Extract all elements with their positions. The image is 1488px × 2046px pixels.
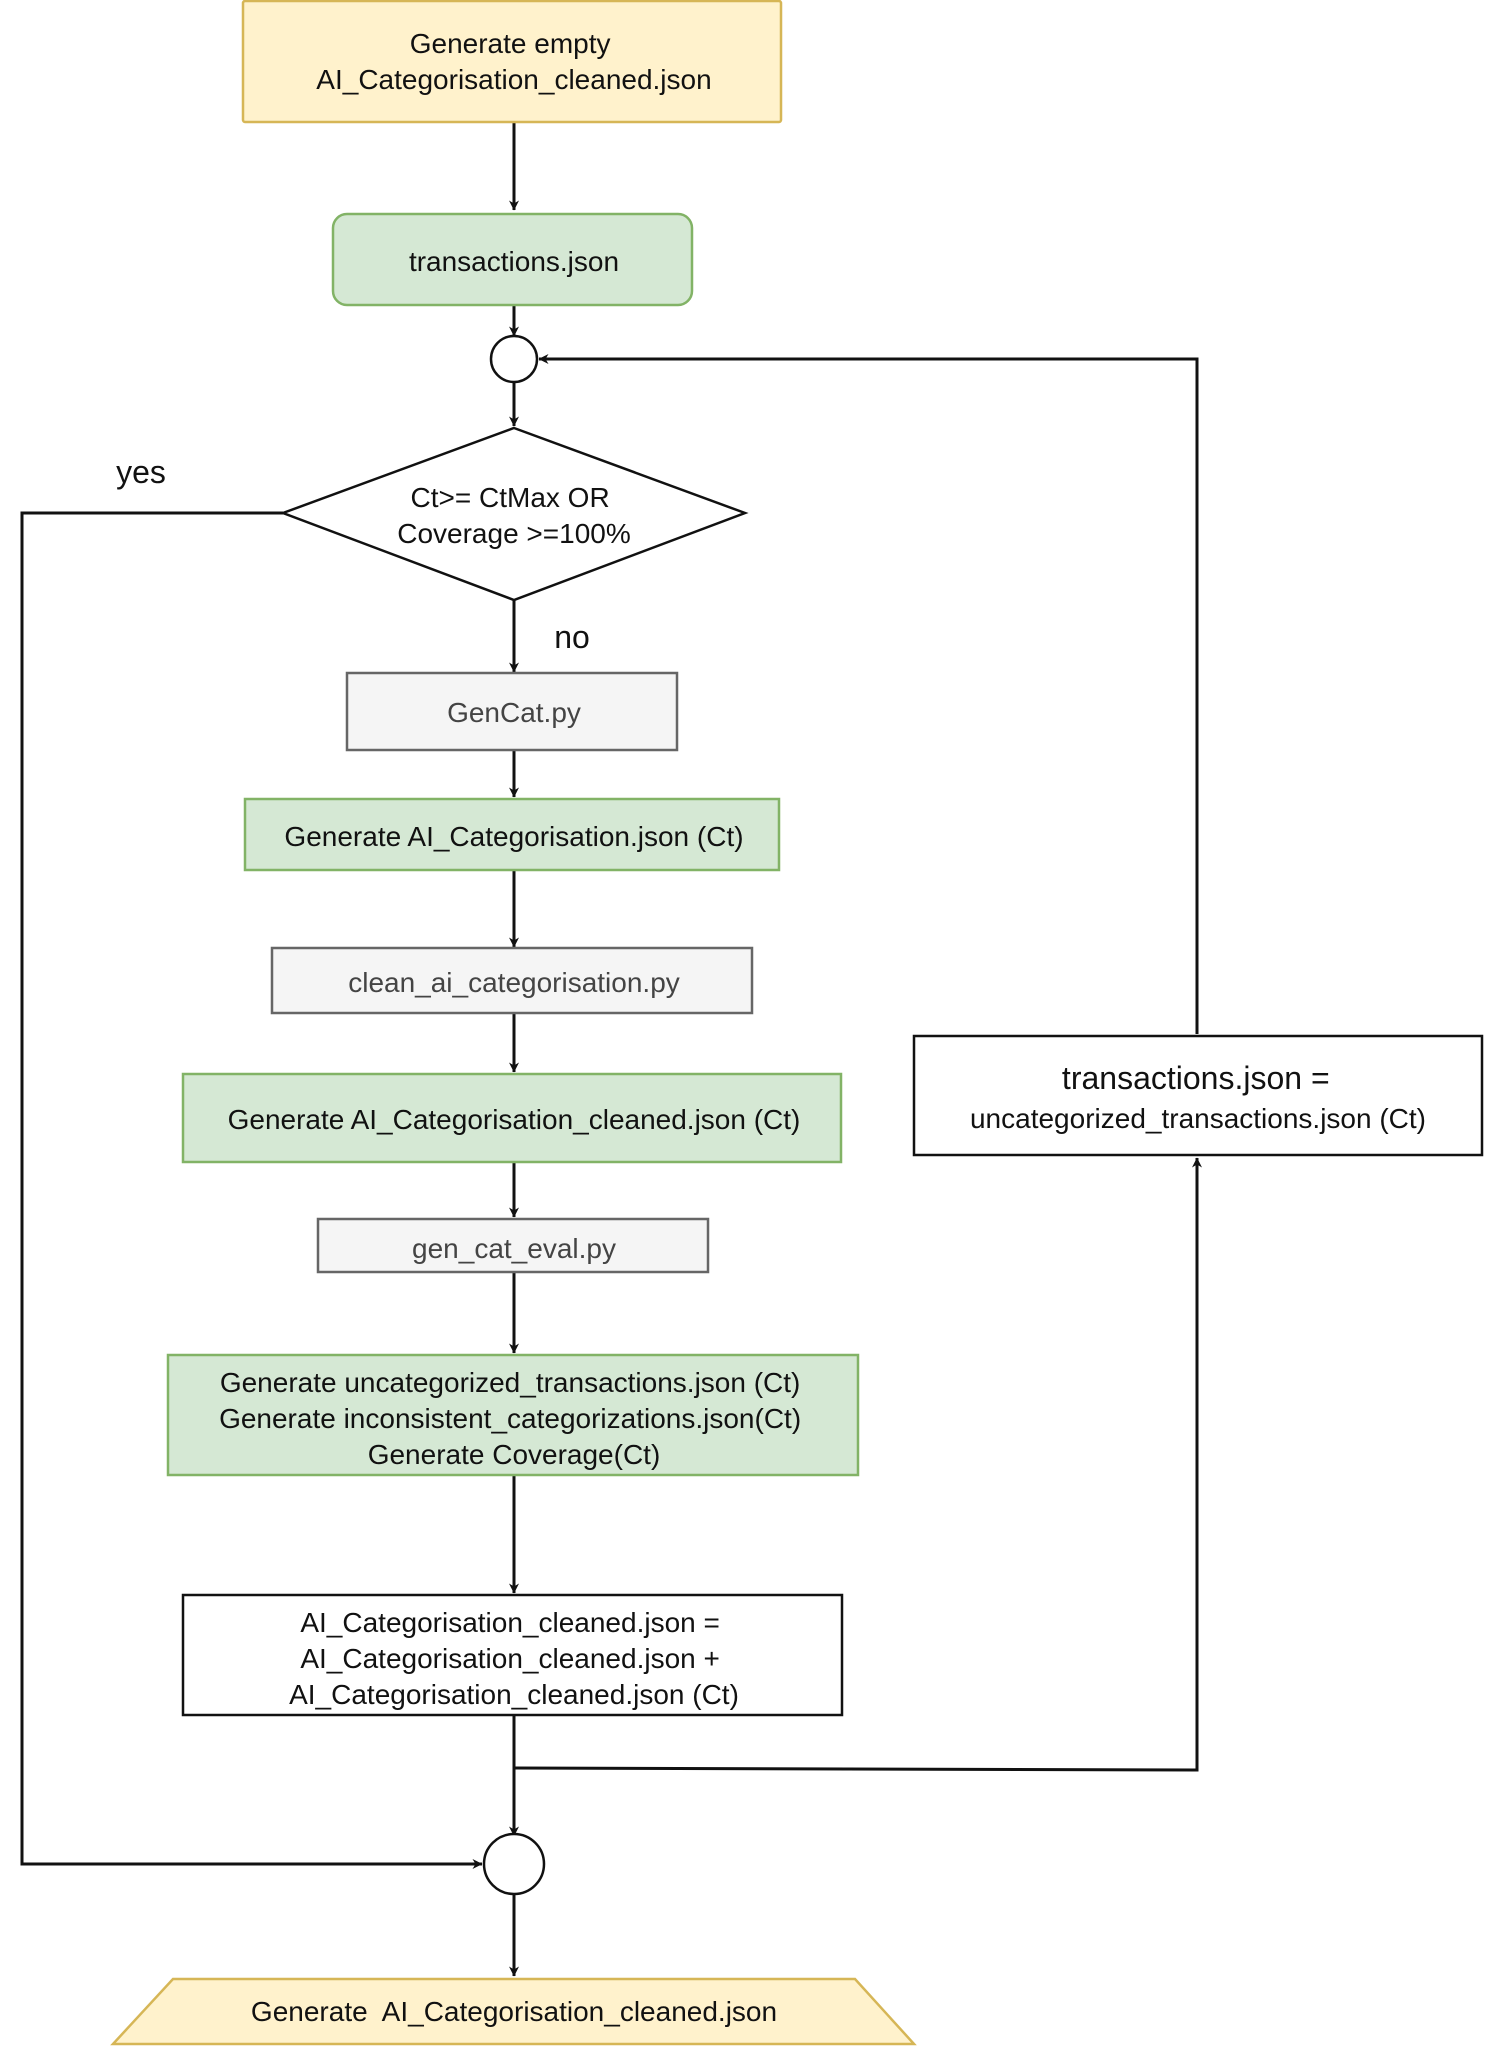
clean-script-node: clean_ai_categorisation.py — [270, 946, 754, 1015]
accumulate-line-1: AI_Categorisation_cleaned.json = — [300, 1607, 720, 1638]
end-label: Generate AI_Categorisation_cleaned.json — [251, 1996, 777, 2027]
decision-node: Ct>= CtMax OR Coverage >=100% — [279, 426, 749, 602]
gen-ai-cat-label: Generate AI_Categorisation.json (Ct) — [284, 821, 743, 852]
gen-outputs-line-3: Generate Coverage(Ct) — [368, 1439, 661, 1470]
transactions-box — [331, 212, 694, 307]
clean-script-box — [270, 946, 754, 1015]
gencat-script-node: GenCat.py — [345, 671, 679, 752]
decision-line-2: Coverage >=100% — [397, 518, 631, 549]
reassign-node: transactions.json = uncategorized_transa… — [912, 1034, 1484, 1157]
merge-point-bottom — [482, 1832, 546, 1896]
accumulate-line-2: AI_Categorisation_cleaned.json + — [300, 1643, 720, 1674]
start-line-1: Generate empty — [410, 28, 611, 59]
reassign-line-2: uncategorized_transactions.json (Ct) — [970, 1103, 1426, 1134]
decision-diamond — [279, 426, 749, 602]
accumulate-line-3: AI_Categorisation_cleaned.json (Ct) — [289, 1679, 739, 1710]
gencat-label: GenCat.py — [447, 697, 581, 728]
svg-text:Generate uncategorized_transac: Generate uncategorized_transactions.json… — [219, 1367, 809, 1470]
accumulate-node: AI_Categorisation_cleaned.json = AI_Cate… — [181, 1593, 844, 1717]
start-box — [241, 0, 783, 124]
gen-outputs-box — [166, 1353, 860, 1477]
transactions-label: transactions.json — [409, 246, 619, 277]
end-trapezoid — [110, 1977, 917, 2046]
transactions-node: transactions.json — [331, 212, 694, 307]
svg-text:Ct>= CtMax OR Coverage >: Ct>= CtMax OR Coverage >=100% — [397, 482, 631, 549]
eval-script-node: gen_cat_eval.py — [316, 1217, 710, 1274]
edge-label-no: no — [554, 619, 590, 655]
clean-script-label: clean_ai_categorisation.py — [348, 967, 680, 998]
merge-point-top — [489, 334, 539, 384]
gen-outputs-node: Generate uncategorized_transactions.json… — [166, 1353, 860, 1477]
gen-ai-cat-node: Generate AI_Categorisation.json (Ct) — [243, 797, 781, 872]
start-node: Generate empty AI_Categorisation_cleaned… — [241, 0, 783, 124]
start-line-2: AI_Categorisation_cleaned.json — [316, 64, 711, 95]
end-node: Generate AI_Categorisation_cleaned.json — [110, 1977, 917, 2046]
edge-label-yes: yes — [116, 454, 166, 490]
svg-text:AI_Categorisation_cleaned.json: AI_Categorisation_cleaned.json = AI_Cate… — [289, 1607, 739, 1710]
gencat-box — [345, 671, 679, 752]
edge-accumulate-to-reassign — [513, 1157, 1202, 1772]
svg-text:Generate empty AI_Catego: Generate empty AI_Categorisation_cleaned… — [316, 28, 711, 95]
edge-reassign-loop-back — [538, 354, 1199, 1034]
edge-decision-yes-to-merge-bottom — [20, 511, 483, 1869]
reassign-box — [912, 1034, 1484, 1157]
reassign-line-1: transactions.json = — [1062, 1060, 1330, 1096]
decision-line-1: Ct>= CtMax OR — [411, 482, 610, 513]
svg-text:transactions.json = unca: transactions.json = uncategorized_transa… — [970, 1060, 1426, 1134]
eval-script-label: gen_cat_eval.py — [412, 1233, 616, 1264]
gen-ai-cat-box — [243, 797, 781, 872]
gen-cleaned-box — [181, 1072, 843, 1164]
gen-outputs-line-2: Generate inconsistent_categorizations.js… — [219, 1403, 801, 1434]
gen-outputs-line-1: Generate uncategorized_transactions.json… — [220, 1367, 801, 1398]
eval-script-box — [316, 1217, 710, 1274]
edges — [20, 122, 1202, 1977]
gen-cleaned-label: Generate AI_Categorisation_cleaned.json … — [228, 1104, 801, 1135]
accumulate-box — [181, 1593, 844, 1717]
gen-cleaned-node: Generate AI_Categorisation_cleaned.json … — [181, 1072, 843, 1164]
